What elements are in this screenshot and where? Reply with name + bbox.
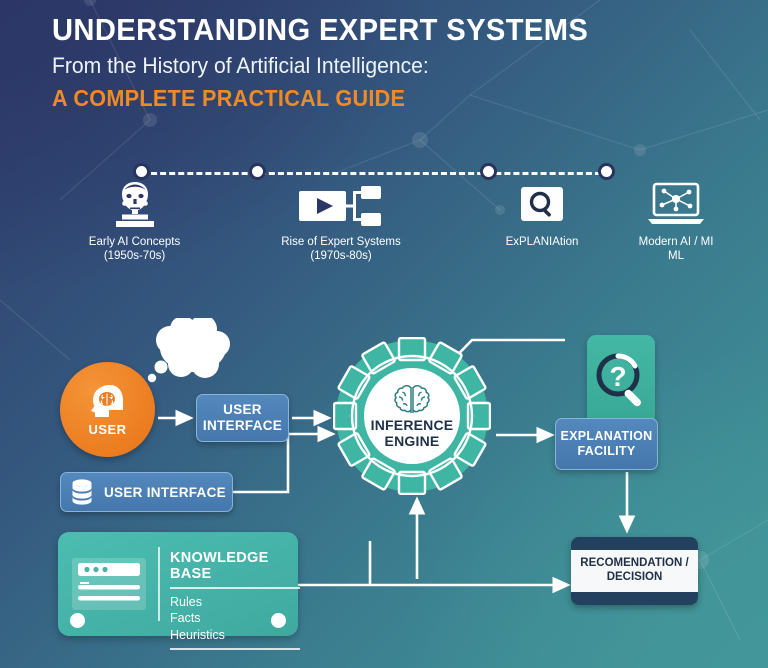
explanation-facility-label: EXPLANATION FACILITY <box>560 428 653 458</box>
timeline-item-modern-ai[interactable]: Modern AI / MI ML <box>612 180 740 264</box>
timeline-dashed-line <box>142 172 610 175</box>
timeline-dot-1 <box>133 163 150 180</box>
timeline-label-explanation: ExPLANIAtion <box>505 236 579 248</box>
knowledge-base-item-rules: Rules <box>170 594 202 609</box>
inference-engine-label: INFERENCE ENGINE <box>370 417 454 449</box>
knowledge-base-divider <box>158 547 160 621</box>
head-brain-icon <box>90 384 123 417</box>
thought-bubble-icon <box>143 315 231 393</box>
knowledge-base-dot-right <box>271 613 286 628</box>
timeline-item-expert-systems[interactable]: Rise of Expert Systems (1970s-80s) <box>255 180 427 264</box>
philosopher-bust-icon <box>52 180 217 228</box>
knowledge-base-card[interactable]: KNOWLEDGE BASE Rules Facts Heuristics <box>58 532 300 650</box>
window-list-icon <box>72 558 146 610</box>
timeline-label-expert-systems: Rise of Expert Systems (1970s-80s) <box>281 236 401 263</box>
explanation-facility-box[interactable]: EXPLANATION FACILITY <box>555 418 658 470</box>
magnifier-question-icon: ? <box>596 353 641 407</box>
user-node[interactable]: USER <box>60 362 155 457</box>
user-interface-db-label: USER INTERFACE <box>104 484 226 500</box>
svg-text:?: ? <box>609 361 626 392</box>
knowledge-base-item-facts: Facts <box>170 611 201 625</box>
page-title: UNDERSTANDING EXPERT SYSTEMS <box>52 12 589 47</box>
inference-engine-node[interactable]: INFERENCE ENGINE <box>332 336 492 496</box>
user-interface-box[interactable]: USER INTERFACE <box>196 394 289 442</box>
timeline-dot-4 <box>598 163 615 180</box>
recommendation-label: RECOMENDATION / DECISION <box>580 557 689 583</box>
timeline-dot-3 <box>480 163 497 180</box>
knowledge-base-item-heuristics: Heuristics <box>170 627 225 642</box>
page-subtitle: From the History of Artificial Intellige… <box>52 53 429 78</box>
recommendation-box[interactable]: RECOMENDATION / DECISION <box>571 537 698 605</box>
timeline-label-modern-ai: Modern AI / MI ML <box>638 236 714 263</box>
knowledge-base-rule-bottom <box>170 648 300 650</box>
database-icon <box>72 479 92 505</box>
knowledge-base-dot-left <box>70 613 85 628</box>
user-interface-db-box[interactable]: USER INTERFACE <box>60 472 233 512</box>
timeline-dot-2 <box>249 163 266 180</box>
question-badge[interactable]: ? <box>587 335 655 427</box>
user-label: USER <box>88 421 127 437</box>
timeline-label-early-ai: Early AI Concepts (1950s-70s) <box>88 236 181 263</box>
header: UNDERSTANDING EXPERT SYSTEMS From the Hi… <box>52 12 672 112</box>
magnifier-box-icon <box>478 180 606 228</box>
knowledge-base-rule-top <box>170 587 300 589</box>
timeline-item-early-ai[interactable]: Early AI Concepts (1950s-70s) <box>52 180 217 264</box>
inference-engine-core: INFERENCE ENGINE <box>364 368 460 464</box>
knowledge-base-title: KNOWLEDGE BASE <box>170 550 269 582</box>
user-interface-label: USER INTERFACE <box>202 401 283 433</box>
knowledge-base-content: KNOWLEDGE BASE Rules Facts Heuristics <box>170 550 300 655</box>
brain-icon <box>394 385 430 414</box>
flowchart-play-icon <box>255 180 427 228</box>
page-tagline: A COMPLETE PRACTICAL GUIDE <box>52 85 406 111</box>
timeline-item-explanation[interactable]: ExPLANIAtion <box>478 180 606 249</box>
recommendation-inner: RECOMENDATION / DECISION <box>571 550 698 592</box>
timeline: Early AI Concepts (1950s-70s) Rise of Ex… <box>0 155 768 285</box>
expert-system-diagram: USER USER INTERFACE USER INTERFACE <box>0 300 768 668</box>
laptop-network-icon <box>612 180 740 228</box>
